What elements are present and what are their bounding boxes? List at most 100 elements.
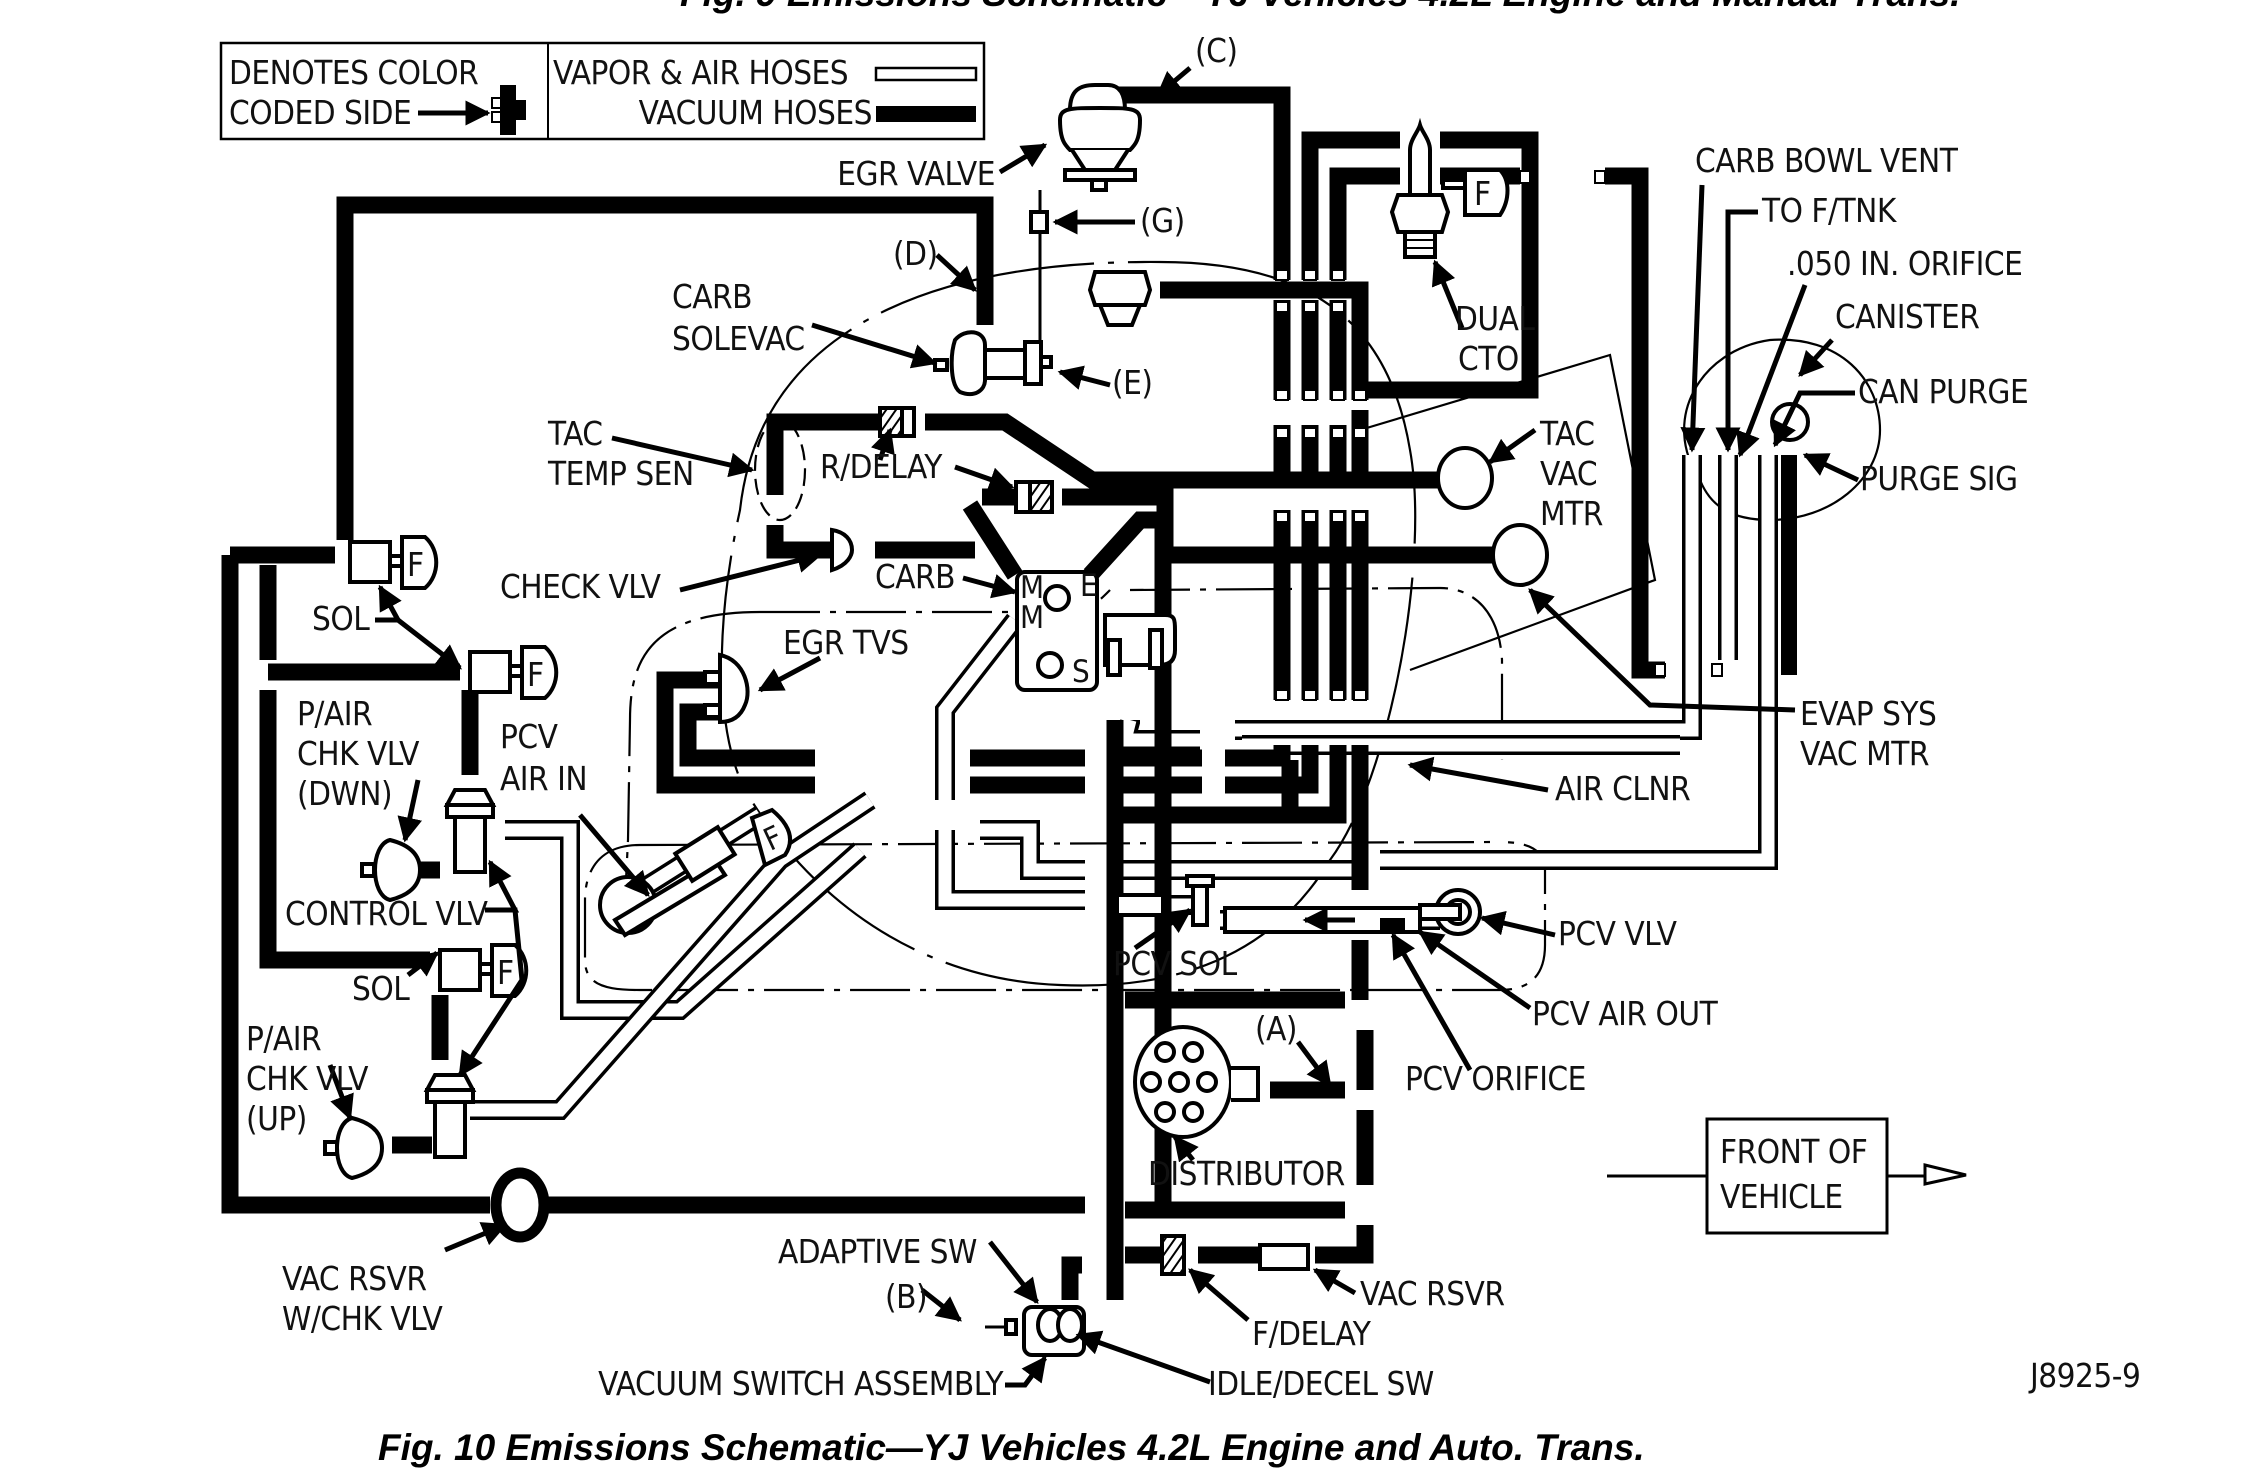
carb-port-s: S (1072, 654, 1089, 690)
component-labels: (C) EGR VALVE (G) (D) CARB SOL E VAC (E) T… (246, 31, 2029, 1403)
label-canister: CANISTER (1835, 297, 1979, 336)
label-vac-rsvr: VAC RSVR (1360, 1274, 1504, 1313)
label-pcv-air-in-2: AIR IN (500, 759, 587, 798)
hose-end-caps (1275, 170, 1723, 701)
dual-cto-f-marker: F (1474, 174, 1491, 213)
control-valve-upper-icon (443, 788, 497, 874)
label-pcv-air-in-1: PCV (500, 717, 559, 756)
label-sol-upper: SOL (312, 599, 370, 638)
label-distributor: DISTRIBUTOR (1148, 1154, 1345, 1193)
label-pcv-vlv: PCV VLV (1558, 914, 1678, 953)
legend-color-coded-label-2: CODED SIDE (229, 93, 411, 132)
label-pair-dwn-3: (DWN) (297, 774, 392, 813)
distributor-icon (1133, 1025, 1260, 1139)
tac-vac-motor-icon (1436, 446, 1549, 587)
label-tac-temp-sen-2: TEMP SEN (547, 454, 694, 493)
figure-caption: Fig. 10 Emissions Schematic—YJ Vehicles … (378, 1427, 1645, 1468)
label-evap-sys-1: EVAP SYS (1800, 694, 1936, 733)
label-tac-temp-sen-1: TAC (547, 414, 603, 453)
dual-cto-icon: F (1389, 117, 1510, 259)
label-tac-vac-mtr-2: VAC (1540, 454, 1597, 493)
label-evap-sys-2: VAC MTR (1800, 734, 1929, 773)
carb-port-m1: M (1020, 570, 1044, 606)
carb-solevac-icon (933, 330, 1053, 397)
label-air-clnr: AIR CLNR (1555, 769, 1690, 808)
middle-solenoid-icon: F (468, 645, 559, 700)
leader-lines (327, 66, 1860, 1388)
egr-tvs-icon (703, 652, 750, 725)
label-check-vlv: CHECK VLV (500, 567, 662, 606)
figure-id: J8925-9 (2028, 1356, 2140, 1395)
front-of-vehicle-line1: FRONT OF (1720, 1132, 1867, 1171)
label-vac-rsvr-chk-1: VAC RSVR (282, 1259, 426, 1298)
carb-port-m2: M (1020, 600, 1044, 636)
lower-solenoid-f-marker: F (497, 953, 514, 992)
label-idle-decel-sw: IDLE/DECEL SW (1208, 1364, 1434, 1403)
label-control-vlv: CONTROL VLV (285, 894, 489, 933)
label-vacuum-switch-assembly: VACUUM SWITCH ASSEMBLY (598, 1364, 1004, 1403)
label-c: (C) (1195, 31, 1237, 70)
front-of-vehicle-line2: VEHICLE (1720, 1177, 1843, 1216)
clipped-previous-caption: Fig. 9 Emissions Schematic—YJ Vehicles 4… (680, 0, 1960, 14)
carburetor-icon: E S M M (1015, 568, 1177, 692)
vacuum-fitting-g-icon (1029, 190, 1049, 342)
carb-port-e: E (1080, 568, 1097, 604)
check-valve-icon (830, 527, 855, 573)
label-tac-vac-mtr-1: TAC (1539, 414, 1595, 453)
label-can-purge: CAN PURGE (1858, 372, 2028, 411)
pair-check-valve-up-icon (323, 1115, 385, 1181)
legend-vacuum-hoses-label: VACUUM HOSES (639, 93, 872, 132)
color-coded-connector-icon (418, 85, 526, 135)
label-g: (G) (1140, 201, 1185, 240)
label-pcv-air-out: PCV AIR OUT (1532, 994, 1719, 1033)
label-b: (B) (885, 1277, 927, 1316)
label-e: (E) (1112, 363, 1152, 402)
pcv-solenoid-icon (1115, 874, 1215, 927)
label-pcv-sol: PCV SOL (1113, 944, 1238, 983)
label-pcv-orifice: PCV ORIFICE (1405, 1059, 1586, 1098)
f-delay-valve-icon (1160, 1234, 1186, 1276)
label-carb-bowl-vent: CARB BOWL VENT (1695, 141, 1959, 180)
vacuum-reservoir-icon (1258, 1243, 1310, 1271)
pair-check-valve-dwn-icon (360, 837, 423, 903)
label-sol-lower: SOL (352, 969, 410, 1008)
front-of-vehicle: FRONT OF VEHICLE (1607, 1117, 1967, 1235)
legend-vapor-air-hoses-label: VAPOR & AIR HOSES (553, 53, 848, 92)
label-tac-vac-mtr-3: MTR (1540, 494, 1603, 533)
label-carb-solevac-1: CARB (672, 277, 752, 316)
upper-solenoid-icon: F (348, 535, 439, 590)
pcv-valve-icon (1223, 888, 1482, 936)
middle-solenoid-f-marker: F (527, 655, 544, 694)
upper-solenoid-f-marker: F (407, 545, 424, 584)
label-egr-tvs: EGR TVS (783, 623, 909, 662)
label-r-delay: R/DELAY (820, 447, 943, 486)
label-pair-up-3: (UP) (246, 1099, 307, 1138)
label-f-delay: F/DELAY (1252, 1314, 1372, 1353)
vacuum-switch-assembly-icon (985, 1305, 1086, 1357)
label-vac-rsvr-chk-2: W/CHK VLV (282, 1299, 444, 1338)
label-dual-cto-2: CTO (1458, 339, 1519, 378)
legend-color-coded-label-1: DENOTES COLOR (229, 53, 478, 92)
egr-tvs-sensor-icon (1087, 270, 1153, 327)
label-purge-sig: PURGE SIG (1860, 459, 2018, 498)
vapor-air-hose-sample-icon (874, 66, 978, 82)
label-to-f-tnk: TO F/TNK (1761, 191, 1898, 230)
label-050-orifice: .050 IN. ORIFICE (1787, 244, 2022, 283)
legend: DENOTES COLOR CODED SIDE VAPOR & AIR HOS… (219, 41, 986, 141)
vacuum-hose-sample-icon (876, 106, 976, 122)
label-dual-cto-1: DUAL (1455, 299, 1535, 338)
label-pair-dwn-1: P/AIR (297, 694, 372, 733)
vac-reservoir-check-valve-icon (490, 1167, 550, 1243)
label-adaptive-sw: ADAPTIVE SW (778, 1232, 977, 1271)
label-carb: CARB (875, 557, 955, 596)
control-valve-lower-icon (423, 1073, 477, 1159)
r-delay-valves-icon (878, 406, 1054, 514)
front-arrow-icon (1923, 1163, 1967, 1186)
lower-solenoid-icon: F (438, 943, 529, 998)
label-pair-up-2: CHK VLV (246, 1059, 369, 1098)
label-pair-up-1: P/AIR (246, 1019, 321, 1058)
label-egr-valve: EGR VALVE (837, 154, 995, 193)
label-d: (D) (893, 234, 938, 273)
label-pair-dwn-2: CHK VLV (297, 734, 420, 773)
